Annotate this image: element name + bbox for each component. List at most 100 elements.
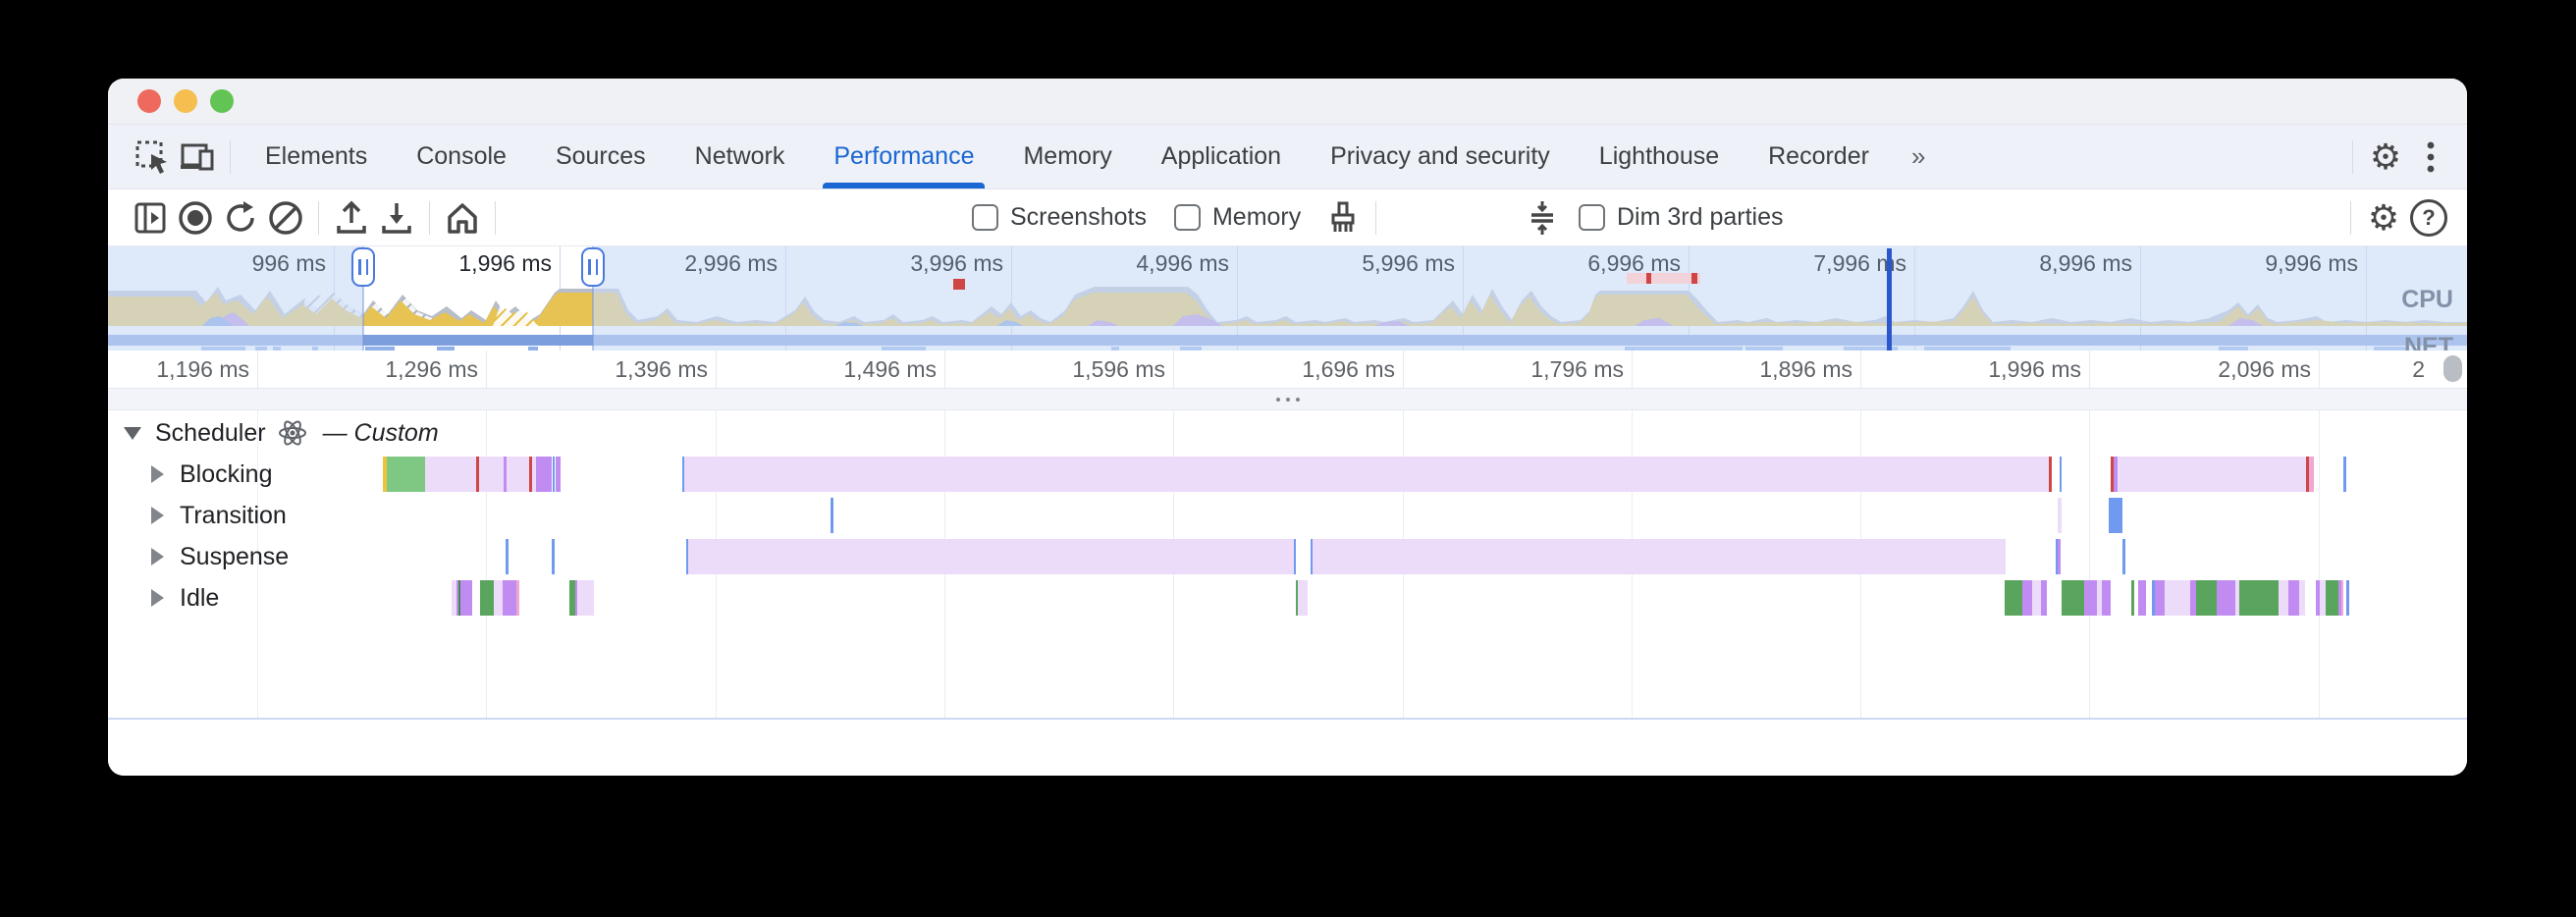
settings-gear-icon[interactable]: ⚙ [2369,135,2402,177]
tab-recorder[interactable]: Recorder [1768,142,1869,170]
collapse-triangle-icon[interactable] [124,426,141,440]
blocking-event-segment[interactable] [2306,457,2309,492]
idle-event-segment[interactable] [458,580,460,616]
idle-event-segment[interactable] [480,580,494,616]
blocking-event-segment[interactable] [383,457,387,492]
idle-event-segment[interactable] [577,580,594,616]
upload-profile-icon[interactable] [329,195,374,241]
zoom-window-button[interactable] [210,89,234,113]
tab-sources[interactable]: Sources [555,142,646,170]
idle-event-segment[interactable] [456,580,472,616]
blocking-event-segment[interactable] [425,457,536,492]
inspect-element-icon[interactable] [130,135,175,180]
blocking-event-segment[interactable] [2343,457,2346,492]
tab-privacy-and-security[interactable]: Privacy and security [1330,142,1550,170]
idle-event-segment[interactable] [494,580,503,616]
checkbox-box[interactable] [1579,204,1605,231]
blocking-event-segment[interactable] [504,457,507,492]
suspense-event-segment[interactable] [506,539,509,574]
garbage-collect-icon[interactable] [1320,195,1366,241]
screenshots-checkbox[interactable]: Screenshots [972,203,1147,232]
suspense-event-segment[interactable] [552,539,555,574]
expand-triangle-icon[interactable] [151,589,164,607]
idle-event-segment[interactable] [2084,580,2097,616]
customize-devtools-icon[interactable] [2408,135,2453,180]
transition-event-segment[interactable] [831,498,833,533]
blocking-event-segment[interactable] [2060,457,2062,492]
idle-event-segment[interactable] [2239,580,2279,616]
suspense-event-segment[interactable] [1313,539,2006,574]
idle-event-segment[interactable] [1298,580,1308,616]
row-label-idle[interactable]: Idle [151,577,219,619]
expand-triangle-icon[interactable] [151,548,164,566]
playhead-line[interactable] [1887,248,1892,351]
blocking-event-segment[interactable] [476,457,479,492]
scrollbar-thumb[interactable] [2443,355,2462,382]
tab-application[interactable]: Application [1160,142,1282,170]
suspense-event-segment[interactable] [688,539,1294,574]
suspense-event-segment[interactable] [686,539,688,574]
idle-event-segment[interactable] [503,580,516,616]
idle-event-segment[interactable] [2131,580,2134,616]
checkbox-box[interactable] [972,204,998,231]
record-icon[interactable] [173,195,218,241]
checkbox-box[interactable] [1173,204,1201,231]
tab-memory[interactable]: Memory [1023,142,1112,170]
row-label-transition[interactable]: Transition [151,495,287,536]
idle-event-segment[interactable] [2279,580,2288,616]
row-label-suspense[interactable]: Suspense [151,536,289,577]
dim-3rd-parties-checkbox[interactable]: Dim 3rd parties [1579,203,1784,232]
idle-event-segment[interactable] [2341,580,2343,616]
idle-event-segment[interactable] [2005,580,2022,616]
blocking-event-segment[interactable] [553,457,555,492]
idle-event-segment[interactable] [2288,580,2299,616]
idle-event-segment[interactable] [2326,580,2338,616]
capture-settings-gear-icon[interactable]: ⚙ [2367,196,2400,238]
idle-event-segment[interactable] [2155,580,2165,616]
suspense-event-segment[interactable] [2122,539,2125,574]
track-header-scheduler[interactable]: Scheduler — Custom [124,416,439,450]
idle-event-segment[interactable] [569,580,575,616]
idle-event-segment[interactable] [1296,580,1298,616]
idle-event-segment[interactable] [2346,580,2349,616]
idle-event-segment[interactable] [2338,580,2341,616]
suspense-event-segment[interactable] [2056,539,2058,574]
panel-splitter[interactable] [108,388,2467,410]
idle-event-segment[interactable] [2316,580,2320,616]
tab-console[interactable]: Console [416,142,507,170]
idle-event-segment[interactable] [2097,580,2102,616]
tab-network[interactable]: Network [694,142,785,170]
row-label-blocking[interactable]: Blocking [151,454,273,495]
download-profile-icon[interactable] [374,195,419,241]
idle-event-segment[interactable] [575,580,577,616]
idle-event-segment[interactable] [2320,580,2326,616]
suspense-event-segment[interactable] [1294,539,1296,574]
blocking-event-segment[interactable] [529,457,532,492]
blocking-event-segment[interactable] [387,457,425,492]
blocking-event-segment[interactable] [2309,457,2314,492]
idle-event-segment[interactable] [2165,580,2179,616]
idle-event-segment[interactable] [2179,580,2190,616]
home-icon[interactable] [440,195,485,241]
blocking-event-segment[interactable] [682,457,684,492]
idle-event-segment[interactable] [2196,580,2217,616]
collapse-chart-icon[interactable] [1520,195,1565,241]
idle-event-segment[interactable] [2138,580,2146,616]
minimize-window-button[interactable] [174,89,197,113]
transition-event-segment[interactable] [2058,498,2062,533]
blocking-event-segment[interactable] [2114,457,2118,492]
blocking-event-segment[interactable] [2111,457,2114,492]
device-toolbar-icon[interactable] [175,135,220,180]
clear-icon[interactable] [263,195,308,241]
more-tabs-button[interactable]: » [1910,141,1926,171]
idle-event-segment[interactable] [2062,580,2084,616]
help-icon[interactable]: ? [2406,195,2451,241]
idle-event-segment[interactable] [516,580,519,616]
close-window-button[interactable] [137,89,161,113]
blocking-event-segment[interactable] [2049,457,2052,492]
selection-handle-left[interactable] [351,247,375,287]
idle-event-segment[interactable] [2235,580,2239,616]
drag-handle-icon[interactable] [1273,397,1303,402]
